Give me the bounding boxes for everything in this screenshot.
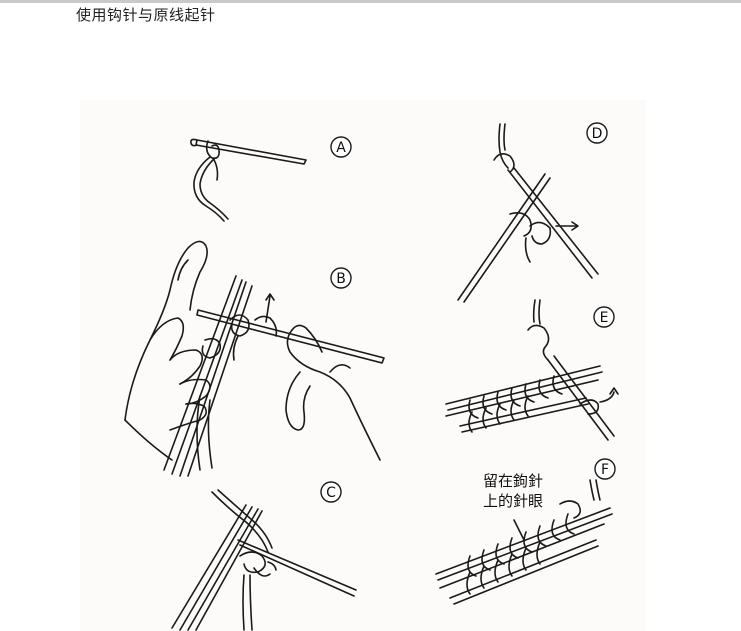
hook-loop-annotation: 留在鉤針 上的針眼 — [483, 471, 543, 511]
page-caption: 使用钩针与原线起针 — [76, 6, 216, 24]
step-b-drawing — [124, 240, 385, 477]
step-d-drawing — [457, 123, 599, 303]
step-a-drawing — [190, 138, 307, 222]
step-d-label: D — [586, 122, 608, 144]
top-rule — [0, 0, 741, 3]
svg-text:F: F — [601, 462, 609, 478]
svg-text:C: C — [326, 485, 336, 501]
step-e-label: E — [593, 306, 615, 328]
step-c-label: C — [320, 481, 342, 503]
svg-text:E: E — [600, 310, 609, 326]
svg-text:D: D — [592, 126, 603, 142]
step-e-drawing — [445, 299, 619, 441]
step-b-label: B — [330, 267, 352, 289]
annotation-line-2: 上的針眼 — [483, 492, 544, 510]
svg-text:A: A — [336, 140, 346, 156]
step-a-label: A — [330, 136, 352, 158]
annotation-line-1: 留在鉤針 — [483, 472, 544, 490]
step-f-drawing — [435, 479, 613, 605]
step-labels: A B C D E F — [320, 122, 616, 503]
step-f-label: F — [594, 458, 616, 480]
step-c-drawing — [171, 489, 357, 631]
svg-text:B: B — [336, 271, 346, 287]
